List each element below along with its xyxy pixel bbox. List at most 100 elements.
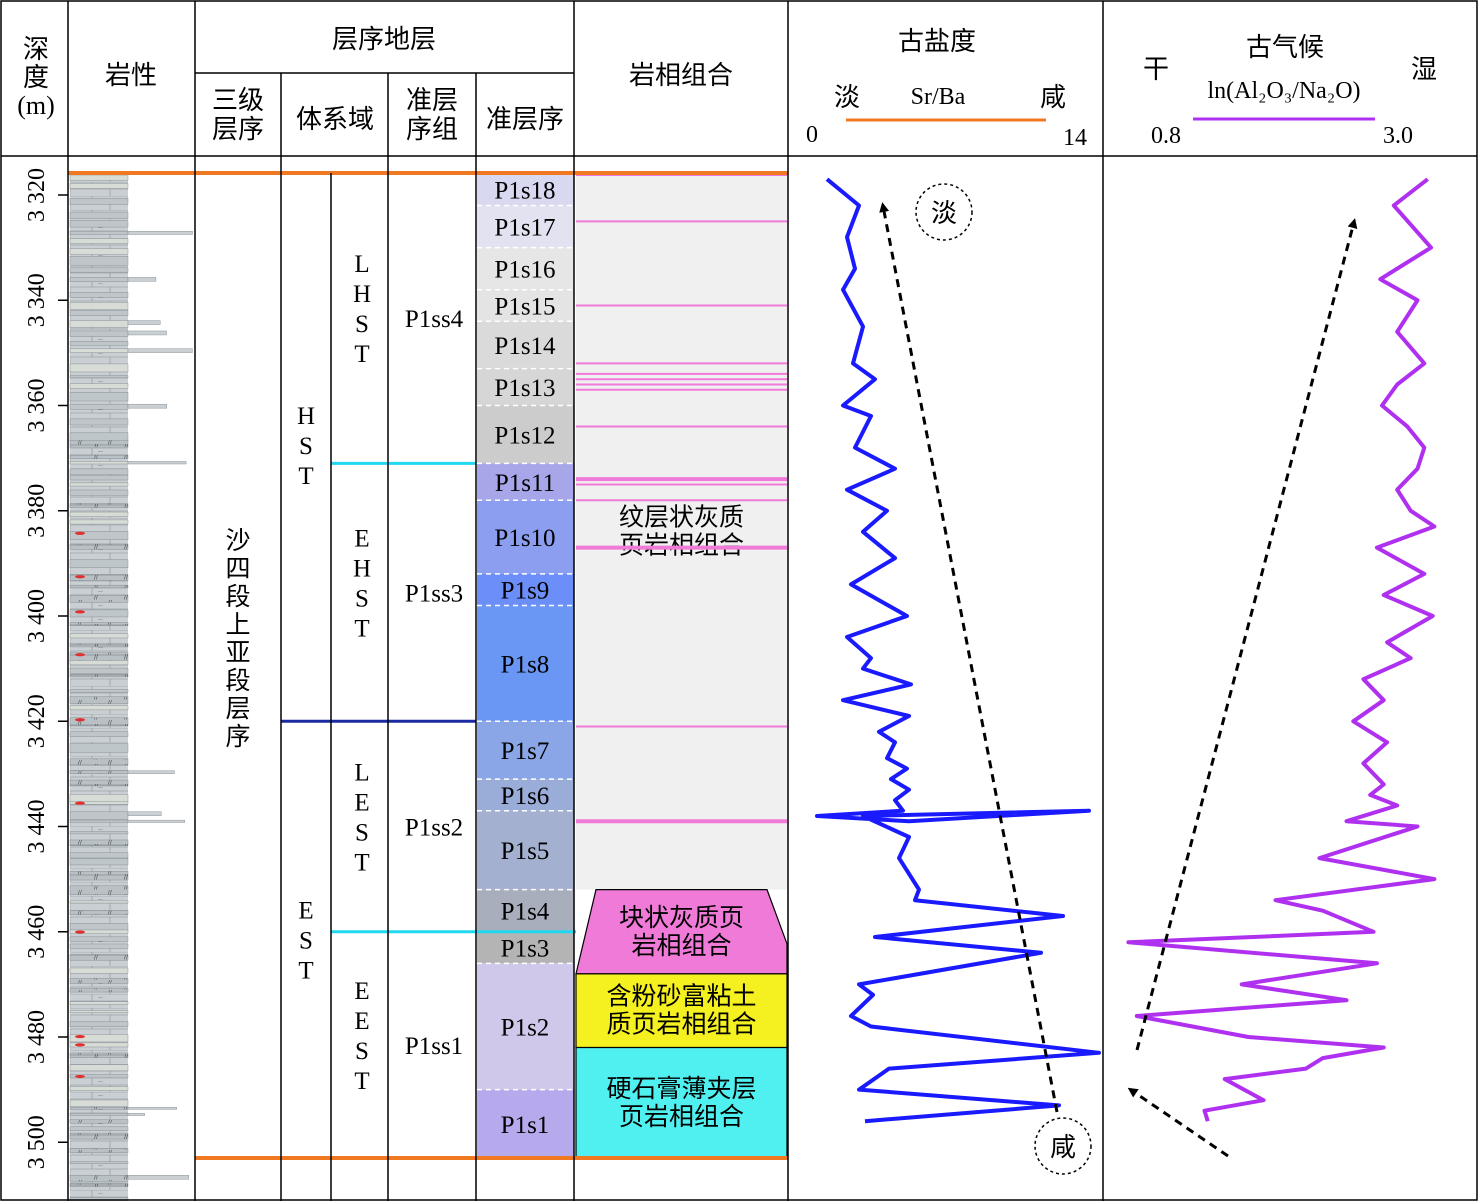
sub-tract-label: H (353, 281, 371, 308)
sub-tract-label: S (355, 311, 369, 338)
lithology-band (69, 871, 129, 881)
lithology-band (69, 978, 129, 984)
salinity-right-label: 咸 (1040, 83, 1066, 113)
lithology-marker (75, 653, 85, 657)
lithology-ledge (127, 231, 193, 235)
parasequence-set-label: P1ss2 (405, 815, 463, 842)
saline-marker-label: 咸 (1050, 1133, 1076, 1163)
parasequence-cell (477, 205, 574, 248)
lithology-marker (75, 1074, 85, 1079)
lithology-band (69, 839, 129, 846)
parasequence-label: P1s3 (501, 936, 550, 963)
parasequence-set-header-2: 序组 (406, 115, 458, 145)
lithology-band (69, 277, 129, 283)
parasequence-label: P1s6 (501, 783, 550, 810)
lithology-band (69, 503, 129, 508)
lithology-band (69, 174, 129, 181)
lithology-band (69, 1119, 129, 1124)
lithology-band (69, 383, 129, 389)
lithology-marker (75, 1034, 85, 1039)
lithology-band (69, 432, 129, 442)
parasequence-label: P1s12 (494, 422, 555, 449)
sub-tract-label: L (354, 760, 369, 787)
salinity-curve (815, 177, 1101, 1124)
lithology-band (69, 967, 129, 974)
facies-header: 岩相组合 (629, 61, 733, 91)
parasequence-label: P1s18 (494, 177, 555, 204)
sub-tract-label: H (353, 555, 371, 582)
lithology-ledge (127, 403, 168, 409)
lithology-band (69, 1086, 129, 1091)
lithology-band (69, 929, 129, 934)
lithology-band (69, 743, 129, 753)
parasequence-cell (477, 289, 574, 322)
parasequence-label: P1s4 (501, 899, 550, 926)
depth-tick-label: 3 460 (24, 905, 50, 959)
lithology-band (69, 482, 129, 487)
lithology-band (69, 831, 129, 835)
lithology-band (69, 248, 129, 255)
lithology-band (69, 731, 129, 737)
parasequence-cell (477, 247, 574, 290)
lithology-band (69, 1161, 129, 1164)
lithology-band (69, 392, 129, 402)
systems-tract-header: 体系域 (296, 105, 374, 135)
facies-label: 质页岩相组合 (606, 1010, 756, 1039)
lithology-band (69, 198, 129, 205)
facies-label: 纹层状灰质 (619, 502, 744, 531)
parasequence-cell (477, 605, 574, 722)
lithology-band (69, 1126, 129, 1131)
lithology-band (69, 341, 129, 346)
lithology-band (69, 454, 129, 459)
parasequence-cell (477, 173, 574, 206)
third-order-sequence-label: 四 (225, 554, 250, 583)
salinity-proxy-label: Sr/Ba (911, 84, 966, 110)
parasequence-cell (477, 779, 574, 811)
lithology-band (69, 468, 129, 475)
lithology-band (69, 1107, 129, 1110)
climate-max-label: 3.0 (1383, 123, 1413, 149)
lithology-band (69, 674, 129, 678)
parasequence-cell (477, 1089, 574, 1159)
fresh-marker (915, 183, 973, 241)
third-order-sequence-label: 亚 (225, 638, 250, 667)
climate-right-label: 湿 (1411, 55, 1437, 85)
lithology-band (69, 511, 129, 517)
climate-trend-arrow (1135, 218, 1358, 1051)
lithology-band (69, 622, 129, 626)
systems-tract-label: T (298, 958, 313, 985)
parasequence-column: P1s18P1s17P1s16P1s15P1s14P1s13P1s12P1s11… (477, 173, 574, 1159)
lithology-band (69, 1175, 129, 1182)
parasequence-cell (477, 931, 574, 964)
lithology-ledge (127, 277, 157, 282)
lithology-ledge (127, 330, 167, 336)
parasequence-header: 准层序 (486, 105, 564, 135)
climate-left-label: 干 (1143, 55, 1169, 85)
lithology-band (69, 403, 129, 410)
systems-tract-label: H (297, 403, 315, 430)
lithology-band (69, 936, 129, 942)
lithology-band (69, 900, 129, 904)
climate-title: 古气候 (1246, 33, 1324, 63)
lithology-ledge (127, 811, 162, 816)
facies-block (576, 173, 787, 890)
lithology-band (69, 291, 129, 298)
depth-tick-label: 3 480 (24, 1010, 50, 1064)
saline-marker (1034, 1117, 1092, 1175)
lithology-band (69, 363, 129, 373)
lithology-band (69, 609, 129, 618)
depth-label-2: 度 (23, 63, 49, 93)
salinity-left-label: 淡 (834, 83, 860, 113)
lithology-band (69, 717, 129, 727)
depth-tick-label: 3 380 (24, 484, 50, 538)
lithology-band (69, 489, 129, 496)
trend-arrows (879, 202, 1358, 1158)
lithology-band (69, 1021, 129, 1027)
facies-block (575, 1046, 788, 1159)
lithology-band (69, 320, 129, 328)
parasequence-label: P1s17 (494, 215, 555, 242)
lithology-ledge (127, 1175, 189, 1180)
lithology-marker (75, 718, 85, 722)
parasequence-label: P1s13 (494, 375, 555, 402)
